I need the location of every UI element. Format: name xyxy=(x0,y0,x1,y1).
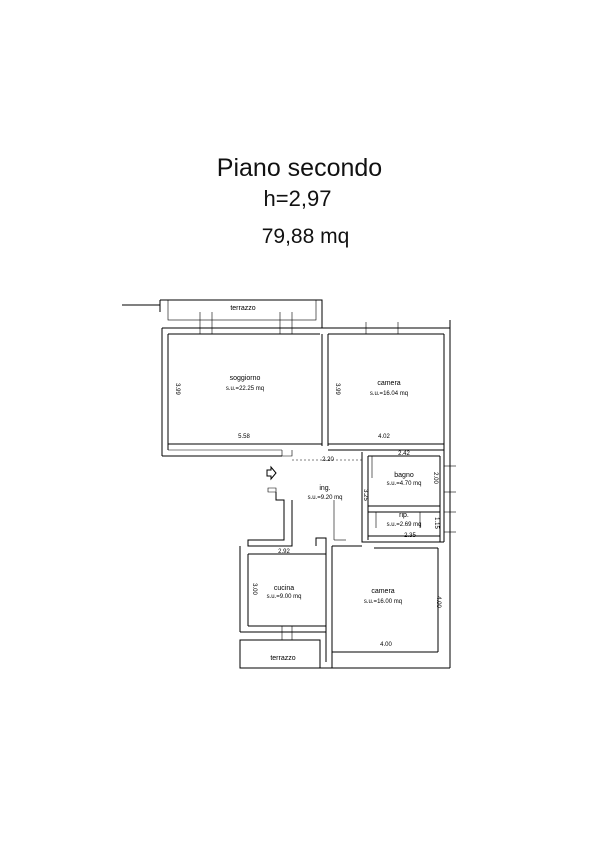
dimension-width: 2.35 xyxy=(404,533,416,539)
dimension-height: 1.15 xyxy=(433,517,439,529)
room-name: camera xyxy=(371,588,394,595)
room-camera-1: camera s.u.=16.04 mq 4.02 3.99 xyxy=(334,380,408,440)
dimension-height: 3.00 xyxy=(251,583,257,595)
terrace-top-label: terrazzo xyxy=(230,305,255,312)
room-surface: s.u.=2.69 mq xyxy=(387,522,422,528)
ceiling-height: h=2,97 xyxy=(263,186,332,211)
room-name: ing. xyxy=(319,485,330,492)
entrance-arrow-icon xyxy=(266,465,277,481)
room-name: cucina xyxy=(274,585,294,592)
dimension-width: 4.00 xyxy=(380,642,392,648)
room-name: bagno xyxy=(394,472,414,479)
room-name: rip. xyxy=(399,512,409,519)
dimension-height: 3.25 xyxy=(362,489,368,501)
room-surface: s.u.=4.70 mq xyxy=(387,481,422,487)
terrace-bottom-label: terrazzo xyxy=(270,655,295,662)
room-name: camera xyxy=(377,380,400,387)
room-bagno: bagno s.u.=4.70 mq 2.42 2.00 xyxy=(387,451,438,487)
room-surface: s.u.=9.20 mq xyxy=(308,495,343,501)
room-surface: s.u.=22.25 mq xyxy=(226,386,264,392)
interior-walls xyxy=(239,459,450,669)
dimension-height: 2.00 xyxy=(432,472,438,484)
dimension-width: 2.92 xyxy=(278,549,290,555)
bathroom-walls xyxy=(361,452,441,543)
exterior-walls xyxy=(122,299,456,668)
dimension-width: 5.58 xyxy=(238,434,250,440)
dimension-width: 4.02 xyxy=(378,434,390,440)
dimension-width: 2.20 xyxy=(322,457,334,463)
room-camera-2: camera s.u.=16.00 mq 4.00 4.00 xyxy=(364,588,441,648)
dimension-width: 2.42 xyxy=(398,451,410,457)
room-ingresso: ing. s.u.=9.20 mq 2.20 3.25 xyxy=(308,457,368,501)
dimension-height: 3.99 xyxy=(174,383,180,395)
page-title: Piano secondo xyxy=(216,154,383,182)
room-rip: rip. s.u.=2.69 mq 2.35 1.15 xyxy=(387,512,439,539)
room-surface: s.u.=16.04 mq xyxy=(370,391,408,397)
room-surface: s.u.=9.00 mq xyxy=(267,594,302,600)
room-name: soggiorno xyxy=(230,375,261,382)
room-cucina: cucina s.u.=9.00 mq 2.92 3.00 xyxy=(251,549,301,600)
dimension-height: 4.00 xyxy=(435,596,441,608)
dimension-height: 3.99 xyxy=(334,383,340,395)
room-surface: s.u.=16.00 mq xyxy=(364,599,402,605)
room-soggiorno: soggiorno s.u.=22.25 mq 5.58 3.99 xyxy=(174,375,264,440)
total-area: 79,88 mq xyxy=(261,225,350,248)
